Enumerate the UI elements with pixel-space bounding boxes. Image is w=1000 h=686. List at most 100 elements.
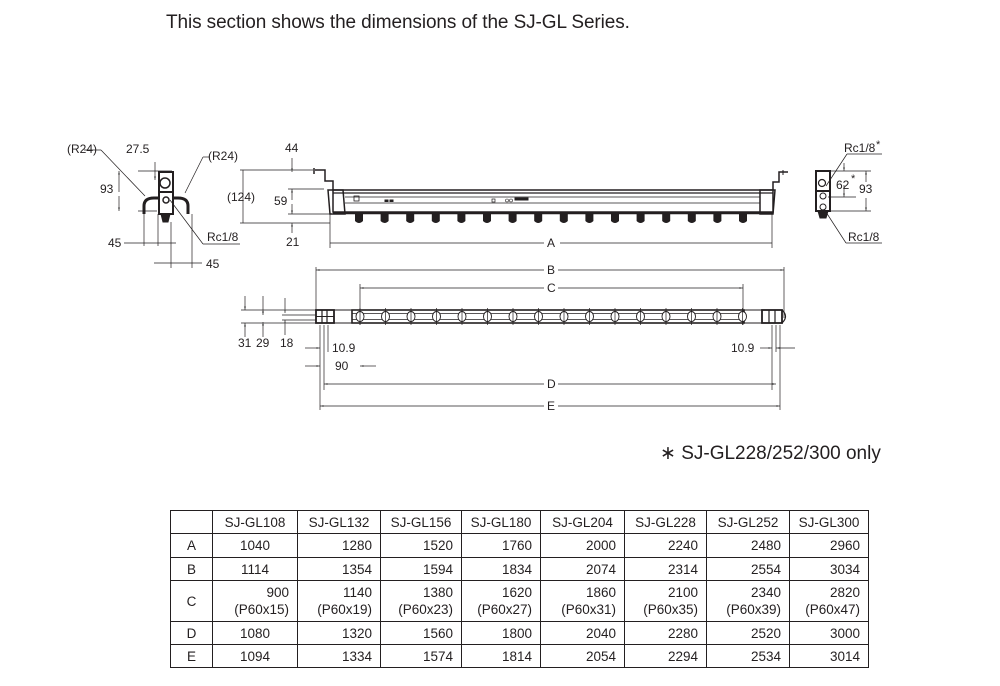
table-cell: 1594	[380, 557, 462, 581]
label-10-9-right: 10.9	[731, 341, 755, 355]
table-cell: 1860 (P60x31)	[540, 580, 625, 622]
emitter-icon	[457, 214, 466, 223]
table-cell: 2480	[706, 533, 790, 558]
table-row: D 1080 1320 1560 1800 2040 2280 2520 300…	[170, 621, 869, 645]
label-b: B	[547, 263, 555, 277]
table-row: A 1040 1280 1520 1760 2000 2240 2480 296…	[170, 533, 869, 558]
table-cell: 1760	[461, 533, 541, 558]
label-10-9-left: 10.9	[332, 341, 356, 355]
table-cell: 2960	[789, 533, 869, 558]
label-62-star: *	[851, 173, 856, 185]
table-row: C 900(P60x15) 1140(P60x19) 1380(P60x23) …	[170, 580, 869, 622]
label-31: 31	[238, 336, 252, 350]
table-cell: 2100 (P60x35)	[624, 580, 707, 622]
dimensions-table: SJ-GL108 SJ-GL132 SJ-GL156 SJ-GL180 SJ-G…	[170, 510, 869, 668]
table-cell: 1814	[461, 644, 541, 668]
emitter-icon	[431, 214, 440, 223]
cell-value: 1620	[501, 585, 532, 600]
label-rc18-left: Rc1/8	[207, 230, 239, 244]
table-cell: 1080	[212, 621, 298, 645]
left-side-view	[84, 149, 240, 268]
emitter-icon	[585, 214, 594, 223]
table-cell: 1114	[212, 557, 298, 581]
label-90: 90	[335, 359, 349, 373]
cell-value: 2820	[829, 585, 860, 600]
cell-pitch: (P60x47)	[805, 602, 860, 617]
table-cell: 2240	[624, 533, 707, 558]
emitter-icon	[739, 214, 747, 223]
emitter-icon	[534, 214, 543, 223]
table-cell: 3000	[789, 621, 869, 645]
emitter-icon	[662, 214, 671, 223]
row-label: E	[170, 644, 213, 668]
cell-pitch: (P60x19)	[317, 602, 372, 617]
cell-pitch: (P60x23)	[398, 602, 453, 617]
emitter-icon	[508, 214, 517, 223]
emitter-icon	[355, 214, 363, 223]
column-header: SJ-GL132	[297, 510, 381, 534]
label-45-left: 45	[108, 236, 122, 250]
label-rc18-top: Rc1/8	[844, 141, 876, 155]
cell-value: 1860	[585, 585, 616, 600]
emitter-icon	[483, 214, 491, 223]
right-side-view	[815, 153, 882, 244]
emitter-icon	[687, 214, 696, 223]
label-d: D	[547, 377, 556, 391]
cell-value: 2100	[667, 585, 698, 600]
column-header: SJ-GL180	[461, 510, 541, 534]
table-cell: 900 (P60x15)	[212, 580, 298, 622]
row-label: A	[170, 533, 213, 558]
label-rc18-top-star: *	[876, 139, 881, 151]
front-view	[240, 158, 788, 248]
column-header: SJ-GL228	[624, 510, 707, 534]
cell-pitch: (P60x35)	[643, 602, 698, 617]
column-header: SJ-GL252	[706, 510, 790, 534]
emitter-icon	[406, 214, 415, 223]
table-cell: 3034	[789, 557, 869, 581]
table-cell: 1620 (P60x27)	[461, 580, 541, 622]
label-45-right: 45	[206, 257, 220, 271]
cell-value: 900	[266, 585, 289, 600]
table-cell: 2314	[624, 557, 707, 581]
label-124: (124)	[227, 190, 255, 204]
table-cell: 2280	[624, 621, 707, 645]
table-cell: 2534	[706, 644, 790, 668]
table-cell: 2040	[540, 621, 625, 645]
label-c: C	[547, 281, 556, 295]
cell-pitch: (P60x15)	[234, 602, 289, 617]
cell-pitch: (P60x31)	[561, 602, 616, 617]
table-cell: 1334	[297, 644, 381, 668]
label-r24-right: (R24)	[208, 149, 238, 163]
label-62: 62	[836, 178, 850, 192]
label-a: A	[547, 236, 555, 250]
label-44: 44	[285, 141, 299, 155]
label-21: 21	[286, 235, 300, 249]
table-cell: 1520	[380, 533, 462, 558]
row-label: B	[170, 557, 213, 581]
table-row: E 1094 1334 1574 1814 2054 2294 2534 301…	[170, 644, 869, 668]
table-cell: 2000	[540, 533, 625, 558]
table-cell: 2520	[706, 621, 790, 645]
table-cell: 1800	[461, 621, 541, 645]
label-93-left: 93	[100, 182, 114, 196]
table-row: B 1114 1354 1594 1834 2074 2314 2554 303…	[170, 557, 869, 581]
cell-value: 1140	[342, 585, 372, 600]
table-cell: 2340(P60x39)	[706, 580, 790, 622]
column-header: SJ-GL156	[380, 510, 462, 534]
column-header: SJ-GL204	[540, 510, 625, 534]
label-r24-left: (R24)	[67, 142, 97, 156]
table-cell: 1834	[461, 557, 541, 581]
label-18: 18	[280, 336, 294, 350]
table-cell: 1354	[297, 557, 381, 581]
table-cell: 1380(P60x23)	[380, 580, 462, 622]
cell-pitch: (P60x27)	[477, 602, 532, 617]
table-cell: 2554	[706, 557, 790, 581]
label-27-5: 27.5	[126, 142, 150, 156]
label-rc18-bottom: Rc1/8	[848, 230, 880, 244]
table-cell: 3014	[789, 644, 869, 668]
emitter-icon	[713, 214, 722, 223]
table-corner-cell	[170, 510, 213, 534]
column-header: SJ-GL300	[789, 510, 869, 534]
label-93-right: 93	[859, 182, 873, 196]
dimension-drawing: (R24) 27.5 (R24) 93 Rc1/8 45 45	[67, 139, 882, 413]
